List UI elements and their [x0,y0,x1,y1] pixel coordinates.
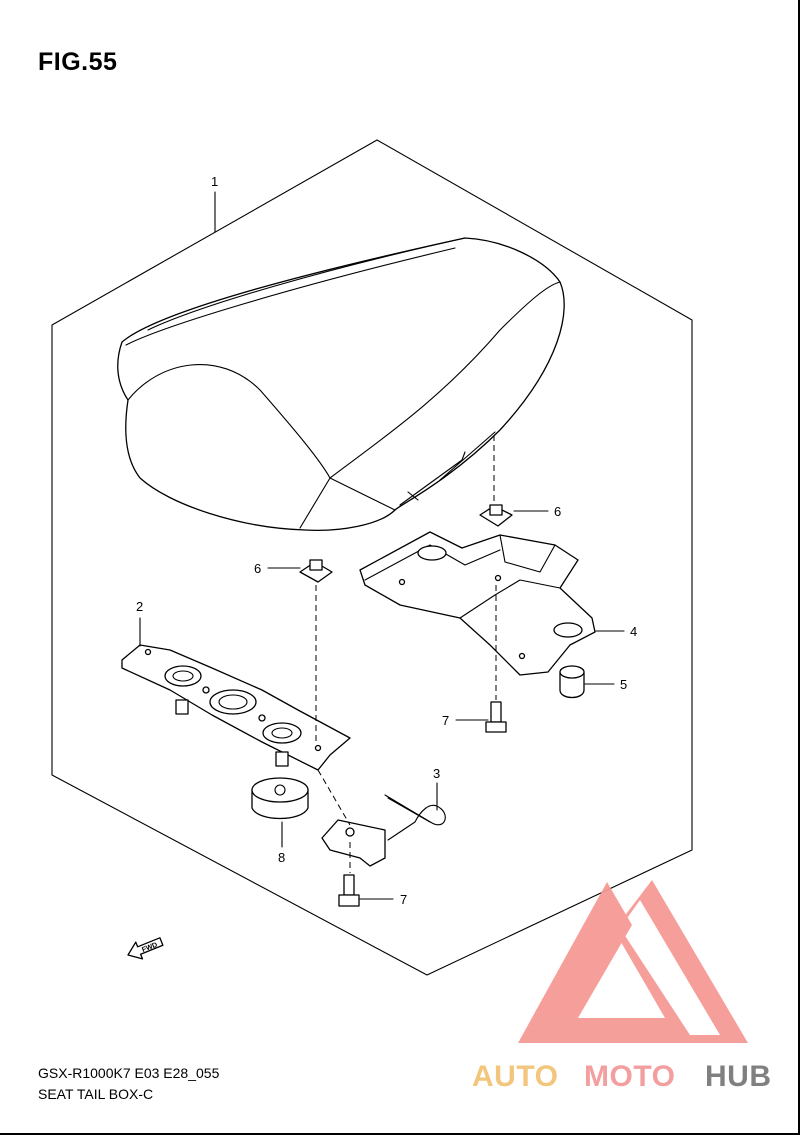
fwd-label: FWD [141,942,158,954]
part-8-damper [251,777,309,820]
watermark-text-auto: AUTO [472,1060,558,1093]
callout-8: 8 [278,850,285,865]
page-border-right [798,0,800,1135]
section-title: SEAT TAIL BOX-C [38,1086,154,1102]
figure-title: FIG.55 [38,48,118,76]
assembly-line-bracket [317,769,351,826]
part-6-clip-nut-upper [479,504,513,527]
part-3-hook-assembly [321,794,446,867]
callout-6-lower: 6 [254,561,261,576]
callout-2: 2 [136,599,143,614]
watermark-text-moto: MOTO [584,1060,675,1093]
part-2-plate [121,644,351,771]
callout-5: 5 [620,677,627,692]
part-4-holder-bracket [359,531,596,676]
callout-6-upper: 6 [554,504,561,519]
part-5-cushion [559,665,585,699]
callout-1: 1 [211,174,218,189]
callout-3: 3 [433,766,440,781]
part-6-clip-nut-lower [299,559,333,583]
callout-4: 4 [630,624,637,639]
callout-7-lower: 7 [400,892,407,907]
part-1-seat-tail-cowl [117,237,565,531]
assembly-boundary [51,139,693,976]
part-7-bolt-upper [485,701,507,733]
watermark-logo: AUTO MOTO HUB [472,880,772,1093]
watermark-triangle-mark [518,880,748,1043]
callout-7-upper: 7 [442,713,449,728]
model-code: GSX-R1000K7 E03 E28_055 [38,1065,220,1081]
fwd-direction-arrow: FWD [127,937,164,960]
part-7-bolt-lower [338,874,360,907]
watermark-text-hub: HUB [705,1060,772,1093]
page-border-bottom [0,1133,800,1135]
